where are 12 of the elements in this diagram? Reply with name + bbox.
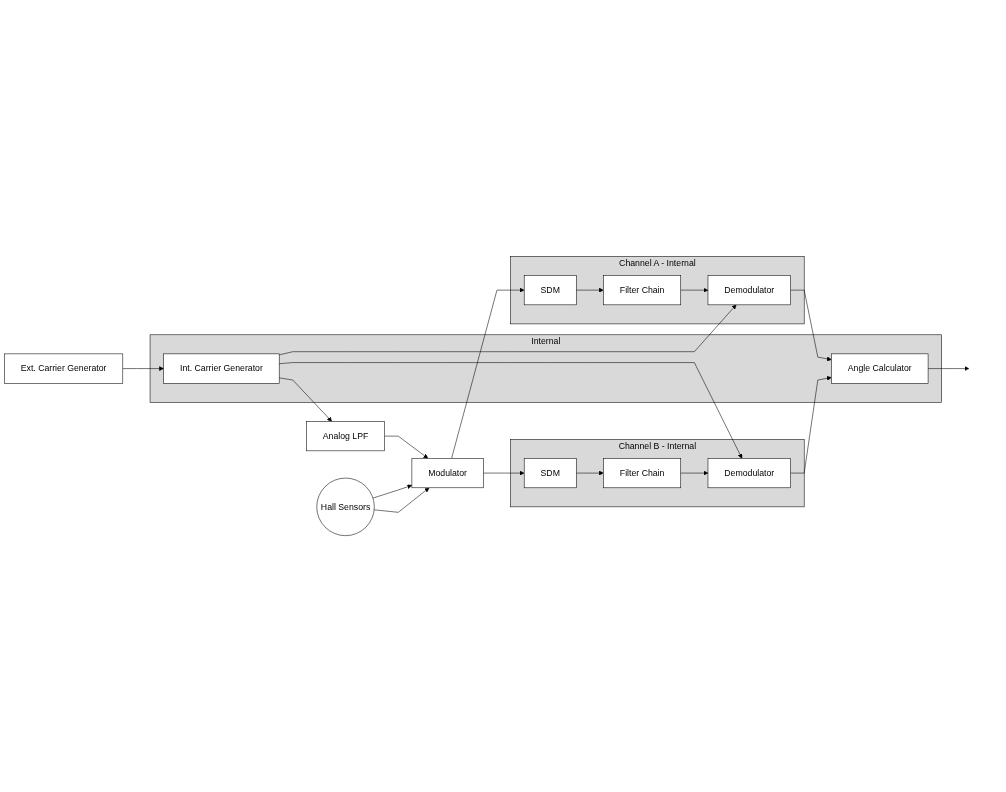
node-box: Demodulator bbox=[707, 275, 791, 306]
node-circle: Hall Sensors bbox=[316, 477, 375, 536]
node-box: Filter Chain bbox=[603, 275, 681, 306]
node-box: Analog LPF bbox=[306, 421, 385, 452]
node-box: Int. Carrier Generator bbox=[163, 353, 280, 384]
node-box: Filter Chain bbox=[603, 458, 681, 489]
node-box: Demodulator bbox=[707, 458, 791, 489]
node-box: SDM bbox=[523, 275, 577, 306]
node-box: Modulator bbox=[411, 458, 484, 489]
node-box: Ext. Carrier Generator bbox=[4, 353, 124, 384]
node-box: Angle Calculator bbox=[831, 353, 929, 384]
node-box: SDM bbox=[523, 458, 577, 489]
